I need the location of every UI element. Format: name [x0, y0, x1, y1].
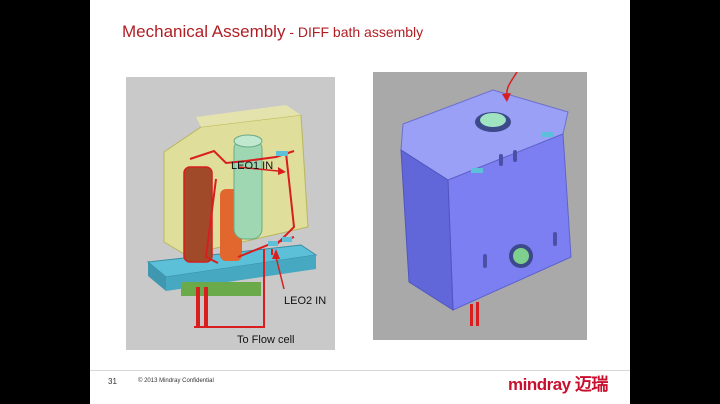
diff-bath-cutaway-image: LEO1 IN LEO2 IN To Flow cell — [126, 77, 335, 350]
page-number: 31 — [108, 377, 117, 386]
slide: Mechanical Assembly - DIFF bath assembly — [90, 0, 630, 404]
to-flow-cell-label: To Flow cell — [237, 334, 295, 346]
copyright-text: © 2013 Mindray Confidential — [138, 378, 214, 384]
footer-divider — [90, 370, 630, 371]
diff-bath-solid-image — [373, 72, 587, 340]
title-sub: - DIFF bath assembly — [285, 24, 424, 40]
cutaway-drawing — [146, 105, 318, 328]
mindray-logo: mindray 迈瑞 — [508, 375, 608, 394]
leo1-in-label: LEO1 IN — [231, 160, 274, 172]
title-main: Mechanical Assembly — [122, 22, 286, 41]
solid-drawing — [400, 72, 572, 326]
slide-title: Mechanical Assembly - DIFF bath assembly — [122, 22, 423, 42]
leo2-in-label: LEO2 IN — [284, 295, 327, 307]
